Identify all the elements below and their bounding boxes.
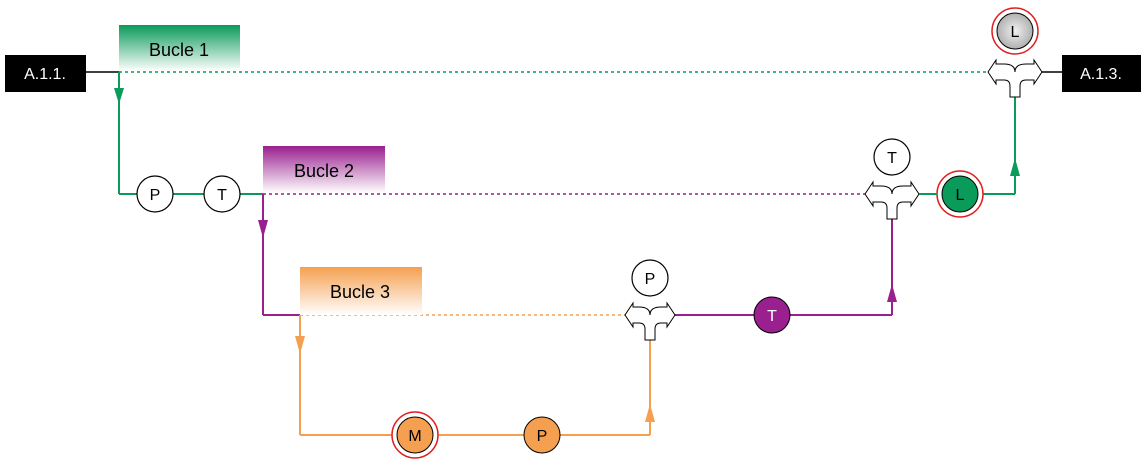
loop2-label-box: Bucle 2	[263, 146, 385, 193]
pressure-indicator-orange: P	[523, 416, 561, 454]
level-indicator-green: L	[936, 170, 984, 218]
outlet-node-label: A.1.3.	[1080, 66, 1122, 83]
inlet-node-label: A.1.1.	[24, 66, 66, 83]
loop3-label: Bucle 3	[330, 282, 390, 302]
loop1-return-pipe	[978, 97, 1016, 195]
level-indicator-gray-label: L	[1011, 24, 1020, 41]
loop1-flow-arrow-down	[114, 88, 124, 104]
temperature-indicator-purple: T	[753, 296, 791, 334]
outlet-node: A.1.3.	[1062, 55, 1141, 92]
loop3-label-box: Bucle 3	[300, 267, 422, 315]
three-way-valve-loop2	[864, 180, 920, 220]
loop2-flow-arrow-down	[258, 220, 268, 238]
pressure-indicator-orange-label: P	[537, 428, 548, 445]
motor-indicator-label: M	[408, 428, 421, 445]
loop1-label-box: Bucle 1	[119, 25, 240, 71]
temperature-indicator-l1: T	[203, 175, 241, 213]
temperature-indicator-l2-top-label: T	[887, 150, 897, 167]
temperature-indicator-l2-top: T	[873, 138, 911, 176]
pressure-indicator-l3-top: P	[631, 259, 669, 297]
pressure-indicator-l3-top-label: P	[645, 271, 656, 288]
three-way-valve-outlet	[987, 58, 1043, 98]
inlet-node: A.1.1.	[5, 55, 86, 92]
pressure-indicator-l1: P	[136, 175, 174, 213]
loop1-label: Bucle 1	[149, 40, 209, 60]
loop2-label: Bucle 2	[294, 161, 354, 181]
loop1-flow-arrow-up	[1010, 158, 1020, 176]
loop2-pipe	[262, 194, 300, 316]
loop2-flow-arrow-up	[887, 284, 897, 302]
level-indicator-gray: L	[991, 7, 1039, 55]
loop3-flow-arrow-up	[645, 404, 655, 422]
level-indicator-green-label: L	[956, 187, 965, 204]
temperature-indicator-l1-label: T	[217, 187, 227, 204]
loop3-flow-arrow-down	[295, 336, 305, 354]
motor-indicator: M	[391, 411, 439, 459]
loop1-pipe	[118, 72, 263, 195]
temperature-indicator-purple-label: T	[767, 308, 777, 325]
loop3-pipe	[299, 315, 651, 436]
pressure-indicator-l1-label: P	[150, 187, 161, 204]
three-way-valve-loop3	[624, 301, 676, 341]
